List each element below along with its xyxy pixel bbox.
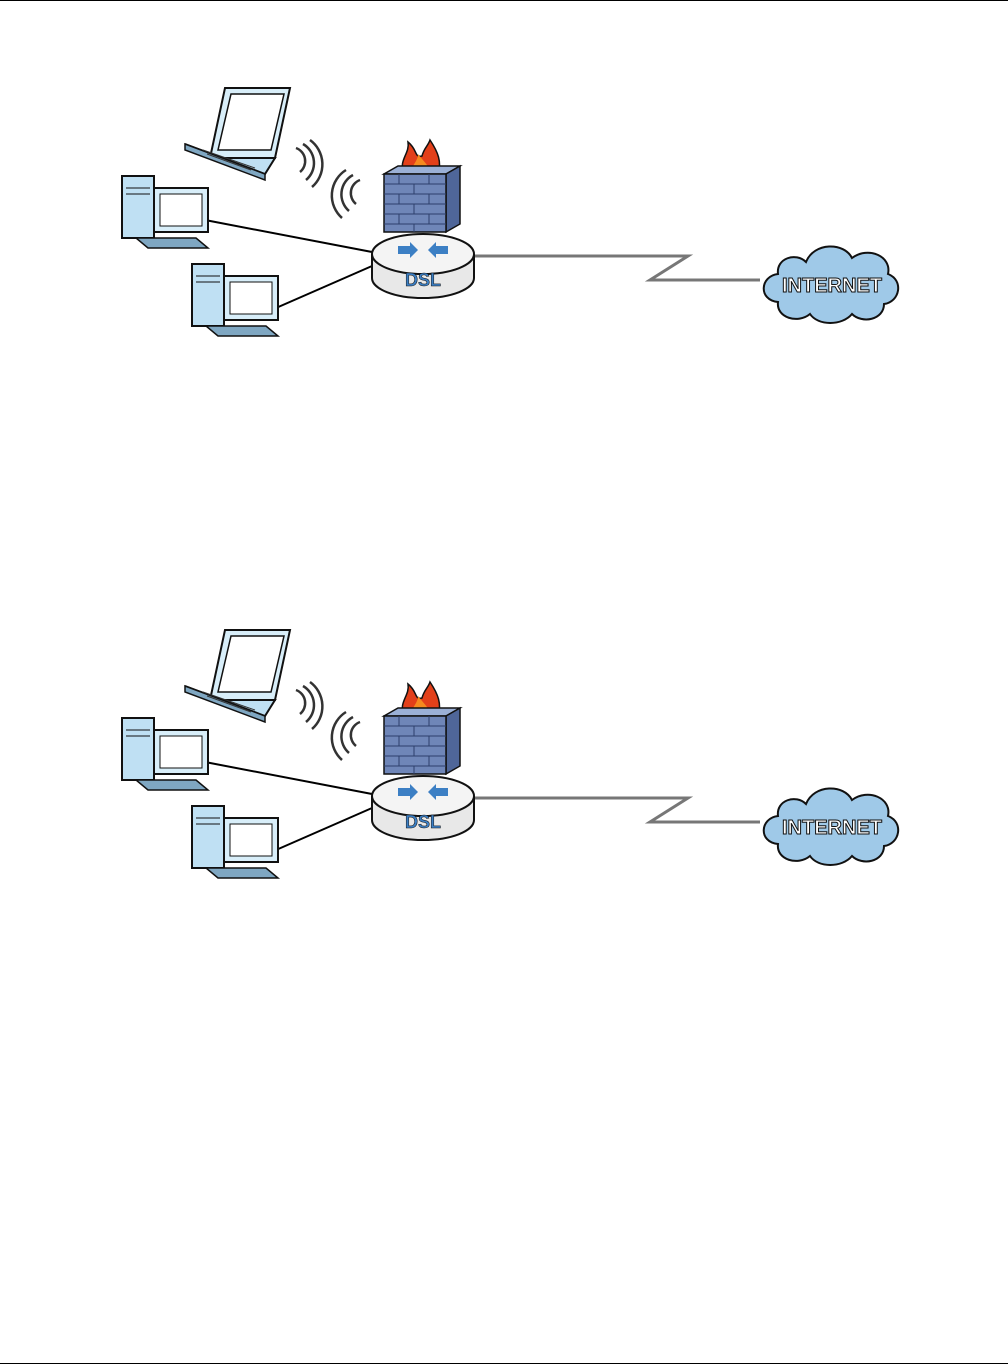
network-diagram-1: DSL INTERNET [0,70,1008,370]
lan-cable-2 [276,808,372,850]
firewall-icon [384,140,460,232]
wan-link [474,256,760,280]
cloud-label: INTERNET [782,275,882,297]
network-diagram-2: DSL INTERNET [0,612,1008,912]
wan-link [474,798,760,822]
desktop-computer-icon [122,176,208,248]
wireless-signal-icon [296,682,360,760]
desktop-computer-icon [192,264,278,336]
dsl-router-icon: DSL [372,776,474,840]
router-label: DSL [405,270,441,290]
dsl-router-icon: DSL [372,234,474,298]
desktop-computer-icon [192,806,278,878]
laptop-icon [185,88,290,180]
lan-cable-1 [205,220,372,252]
lan-cable-2 [276,266,372,308]
internet-cloud-icon: INTERNET [764,788,898,865]
desktop-computer-icon [122,718,208,790]
router-label: DSL [405,812,441,832]
internet-cloud-icon: INTERNET [764,246,898,323]
firewall-icon [384,682,460,774]
top-page-rule [0,0,1008,1]
lan-cable-1 [205,762,372,794]
laptop-icon [185,630,290,722]
wireless-signal-icon [296,140,360,218]
cloud-label: INTERNET [782,817,882,839]
